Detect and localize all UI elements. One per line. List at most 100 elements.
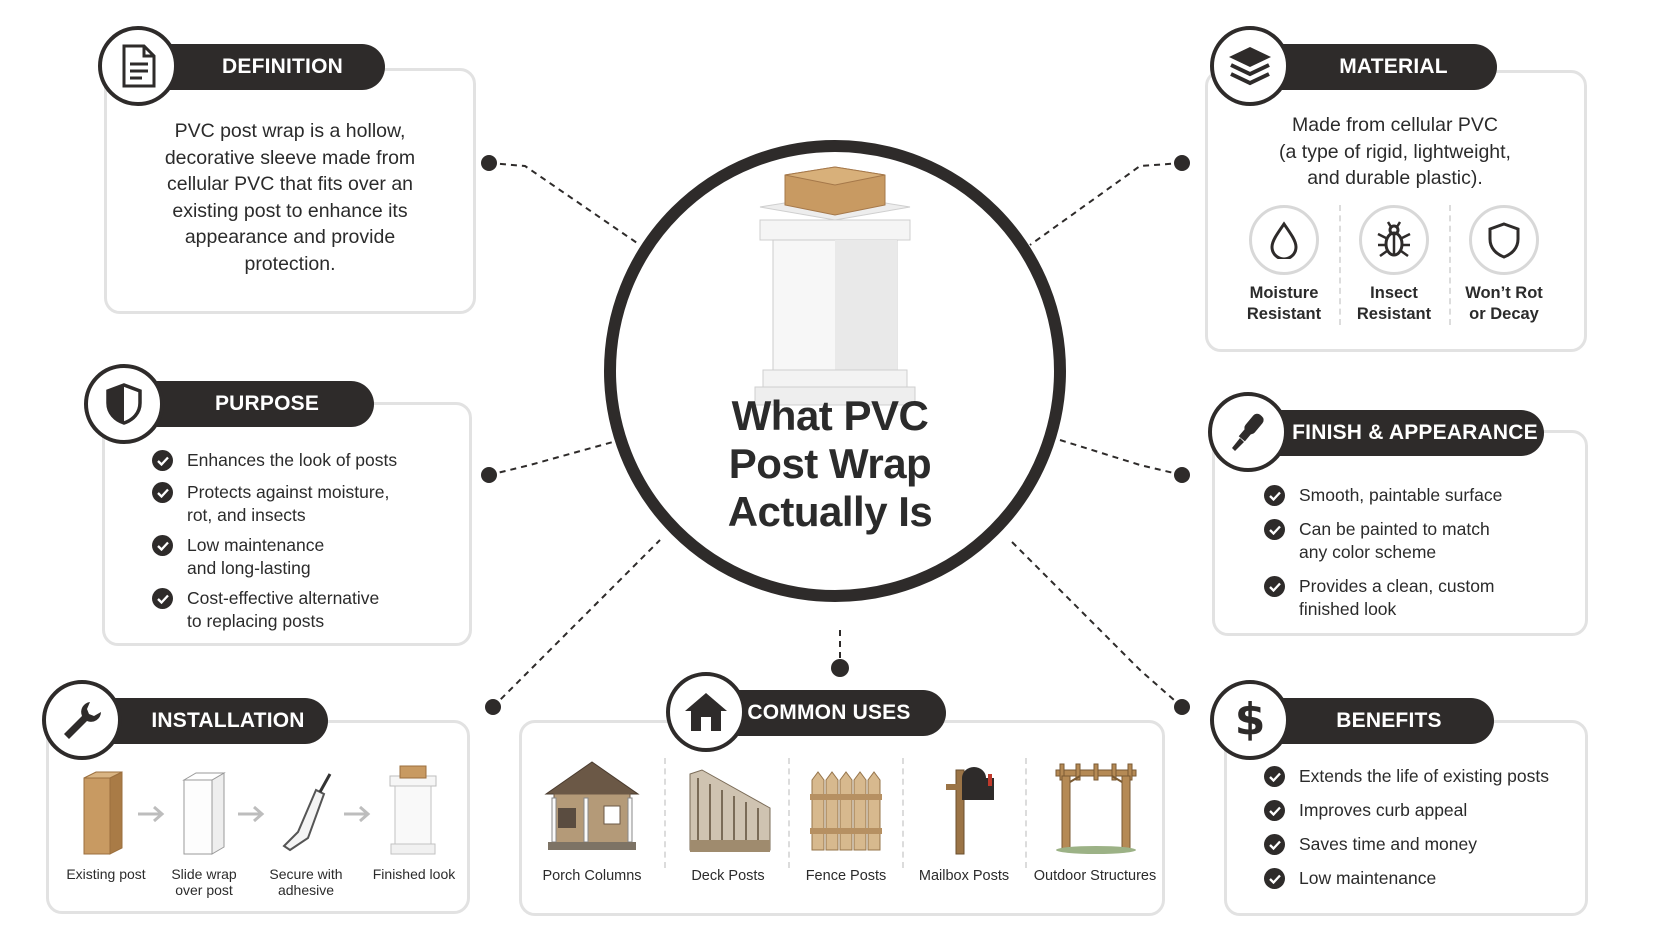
item-line: Low maintenance [1299,868,1437,888]
label-line: over post [175,882,233,898]
divider [664,758,666,868]
finished-post-image [389,765,437,855]
check-icon [1264,868,1285,889]
text-line: appearance and provide [184,226,396,248]
text-line: cellular PVC that fits over an [166,173,414,195]
material-badge [1210,26,1290,106]
divider [788,758,790,868]
check-icon [152,535,173,556]
check-icon [1264,834,1285,855]
shield-icon [1488,222,1520,259]
mailbox-posts-image [946,767,994,855]
purpose-item: Enhances the look of posts [152,449,397,472]
installation-badge [42,680,122,760]
check-icon [152,482,173,503]
house-icon [685,693,727,731]
purpose-item: Protects against moisture,rot, and insec… [152,481,389,526]
use-label: Deck Posts [691,868,765,884]
step-label: Finished look [362,866,466,882]
installation-title: INSTALLATION [151,709,305,732]
item-line: Cost-effective alternative [187,588,380,608]
dollar-icon: $ [1234,694,1266,745]
item-line: to replacing posts [187,610,325,631]
use-label: Mailbox Posts [918,868,1010,884]
check-icon [1264,485,1285,506]
benefits-title: BENEFITS [1336,709,1442,732]
text-line: and durable plastic). [1307,167,1483,189]
insect-feature [1359,205,1429,275]
divider [1339,205,1341,325]
arrow-icon [238,805,265,823]
label-line: Existing post [66,866,146,882]
use-label: Outdoor Structures [1033,868,1157,884]
definition-text: PVC post wrap is a hollow, decorative sl… [120,118,460,277]
material-text: Made from cellular PVC (a type of rigid,… [1225,112,1565,192]
label-line: Finished look [372,866,456,882]
item-line: rot, and insects [187,504,306,525]
benefits-item: Saves time and money [1264,833,1477,856]
step-label: Secure with adhesive [256,866,356,898]
arrow-icon [344,805,371,823]
rot-label: Won’t Rot or Decay [1449,283,1559,325]
finish-title: FINISH & APPEARANCE [1292,421,1538,444]
purpose-header: PURPOSE [130,381,374,427]
finish-badge [1208,392,1288,472]
label-line: Secure with [269,866,343,882]
label-line: adhesive [277,882,335,898]
item-line: Enhances the look of posts [187,450,398,470]
item-line: Extends the life of existing posts [1299,766,1549,786]
adhesive-tube-image [282,773,332,852]
use-label: Fence Posts [805,868,887,884]
check-icon [1264,519,1285,540]
fence-posts-image [810,771,882,851]
text-line: Made from cellular PVC [1292,114,1498,136]
finish-item: Smooth, paintable surface [1264,484,1502,507]
paint-brush-icon [1232,413,1264,451]
insect-label: Insect Resistant [1339,283,1449,325]
moisture-label: Moisture Resistant [1229,283,1339,325]
item-line: Provides a clean, custom [1299,576,1495,596]
check-icon [1264,766,1285,787]
arrow-icon [138,805,165,823]
common-uses-title: COMMON USES [747,701,911,724]
use-label: Porch Columns [542,868,642,884]
outdoor-structures-image [1055,763,1137,854]
label-line: Resistant [1246,305,1322,323]
definition-badge [98,26,178,106]
center-title-line: Actually Is [727,488,933,535]
slide-wrap-image [182,772,226,855]
center-title: What PVC Post Wrap Actually Is [660,392,1000,536]
text-line: existing post to enhance its [172,199,408,222]
benefits-item: Extends the life of existing posts [1264,765,1549,788]
purpose-title: PURPOSE [214,392,320,415]
divider [1025,758,1027,868]
check-icon [152,588,173,609]
divider [902,758,904,868]
item-line: Smooth, paintable surface [1299,485,1503,505]
bug-icon [1377,221,1411,258]
check-icon [1264,576,1285,597]
material-title: MATERIAL [1339,55,1448,78]
layers-icon [1229,47,1271,86]
rot-feature [1469,205,1539,275]
label-line: Slide wrap [171,866,237,882]
center-title-line: Post Wrap [728,440,932,487]
check-icon [1264,800,1285,821]
label-line: Resistant [1356,305,1432,323]
label-line: or Decay [1469,305,1539,323]
text-line: PVC post wrap is a hollow, [174,120,406,142]
label-line: Insect [1370,284,1418,302]
document-icon [122,44,156,88]
center-title-line: What PVC [731,392,929,439]
step-label: Slide wrap over post [154,866,254,898]
text-line: protection. [244,252,336,275]
item-line: any color scheme [1299,541,1437,562]
label-line: Won’t Rot [1465,284,1543,302]
item-line: Low maintenance [187,535,325,555]
